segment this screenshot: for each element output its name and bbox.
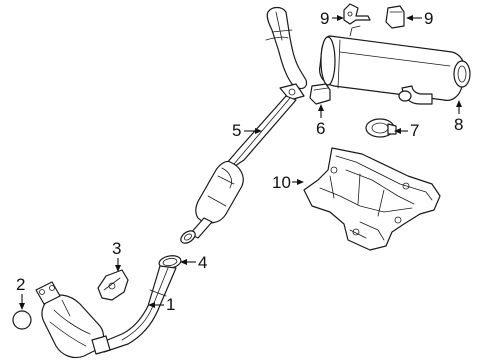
callout-4: 4: [180, 253, 207, 272]
callout-7-label: 7: [410, 121, 419, 140]
insulator-part-9: [385, 5, 405, 29]
hanger-rod-part: [343, 3, 371, 25]
callout-1: 1: [148, 295, 175, 314]
callout-9-left: 9: [320, 9, 344, 28]
callout-7: 7: [394, 121, 419, 140]
callout-4-label: 4: [198, 253, 207, 272]
callout-6-label: 6: [316, 119, 325, 138]
callout-9-right-label: 9: [424, 9, 433, 28]
callout-1-label: 1: [166, 295, 175, 314]
muffler-part: [319, 25, 471, 105]
callout-10: 10: [272, 173, 304, 192]
callout-9-left-label: 9: [320, 9, 329, 28]
callout-5: 5: [232, 121, 262, 140]
callout-8-label: 8: [454, 115, 463, 134]
callout-3-label: 3: [112, 239, 121, 258]
callout-5-label: 5: [232, 121, 241, 140]
insulator-part-6: [309, 83, 331, 105]
callout-2-label: 2: [16, 275, 25, 294]
bracket-part: [97, 269, 129, 301]
callout-6: 6: [316, 104, 325, 138]
front-pipe-catalytic-converter-part: [35, 255, 182, 359]
callout-3: 3: [112, 239, 121, 272]
callout-10-label: 10: [272, 173, 291, 192]
callout-2: 2: [16, 275, 25, 310]
heat-shield-part: [303, 147, 441, 251]
gasket-part: [12, 310, 32, 330]
callout-8: 8: [454, 100, 463, 134]
callout-9-right: 9: [406, 9, 433, 28]
clamp-part: [365, 118, 397, 138]
intermediate-pipe-part: [180, 6, 308, 244]
